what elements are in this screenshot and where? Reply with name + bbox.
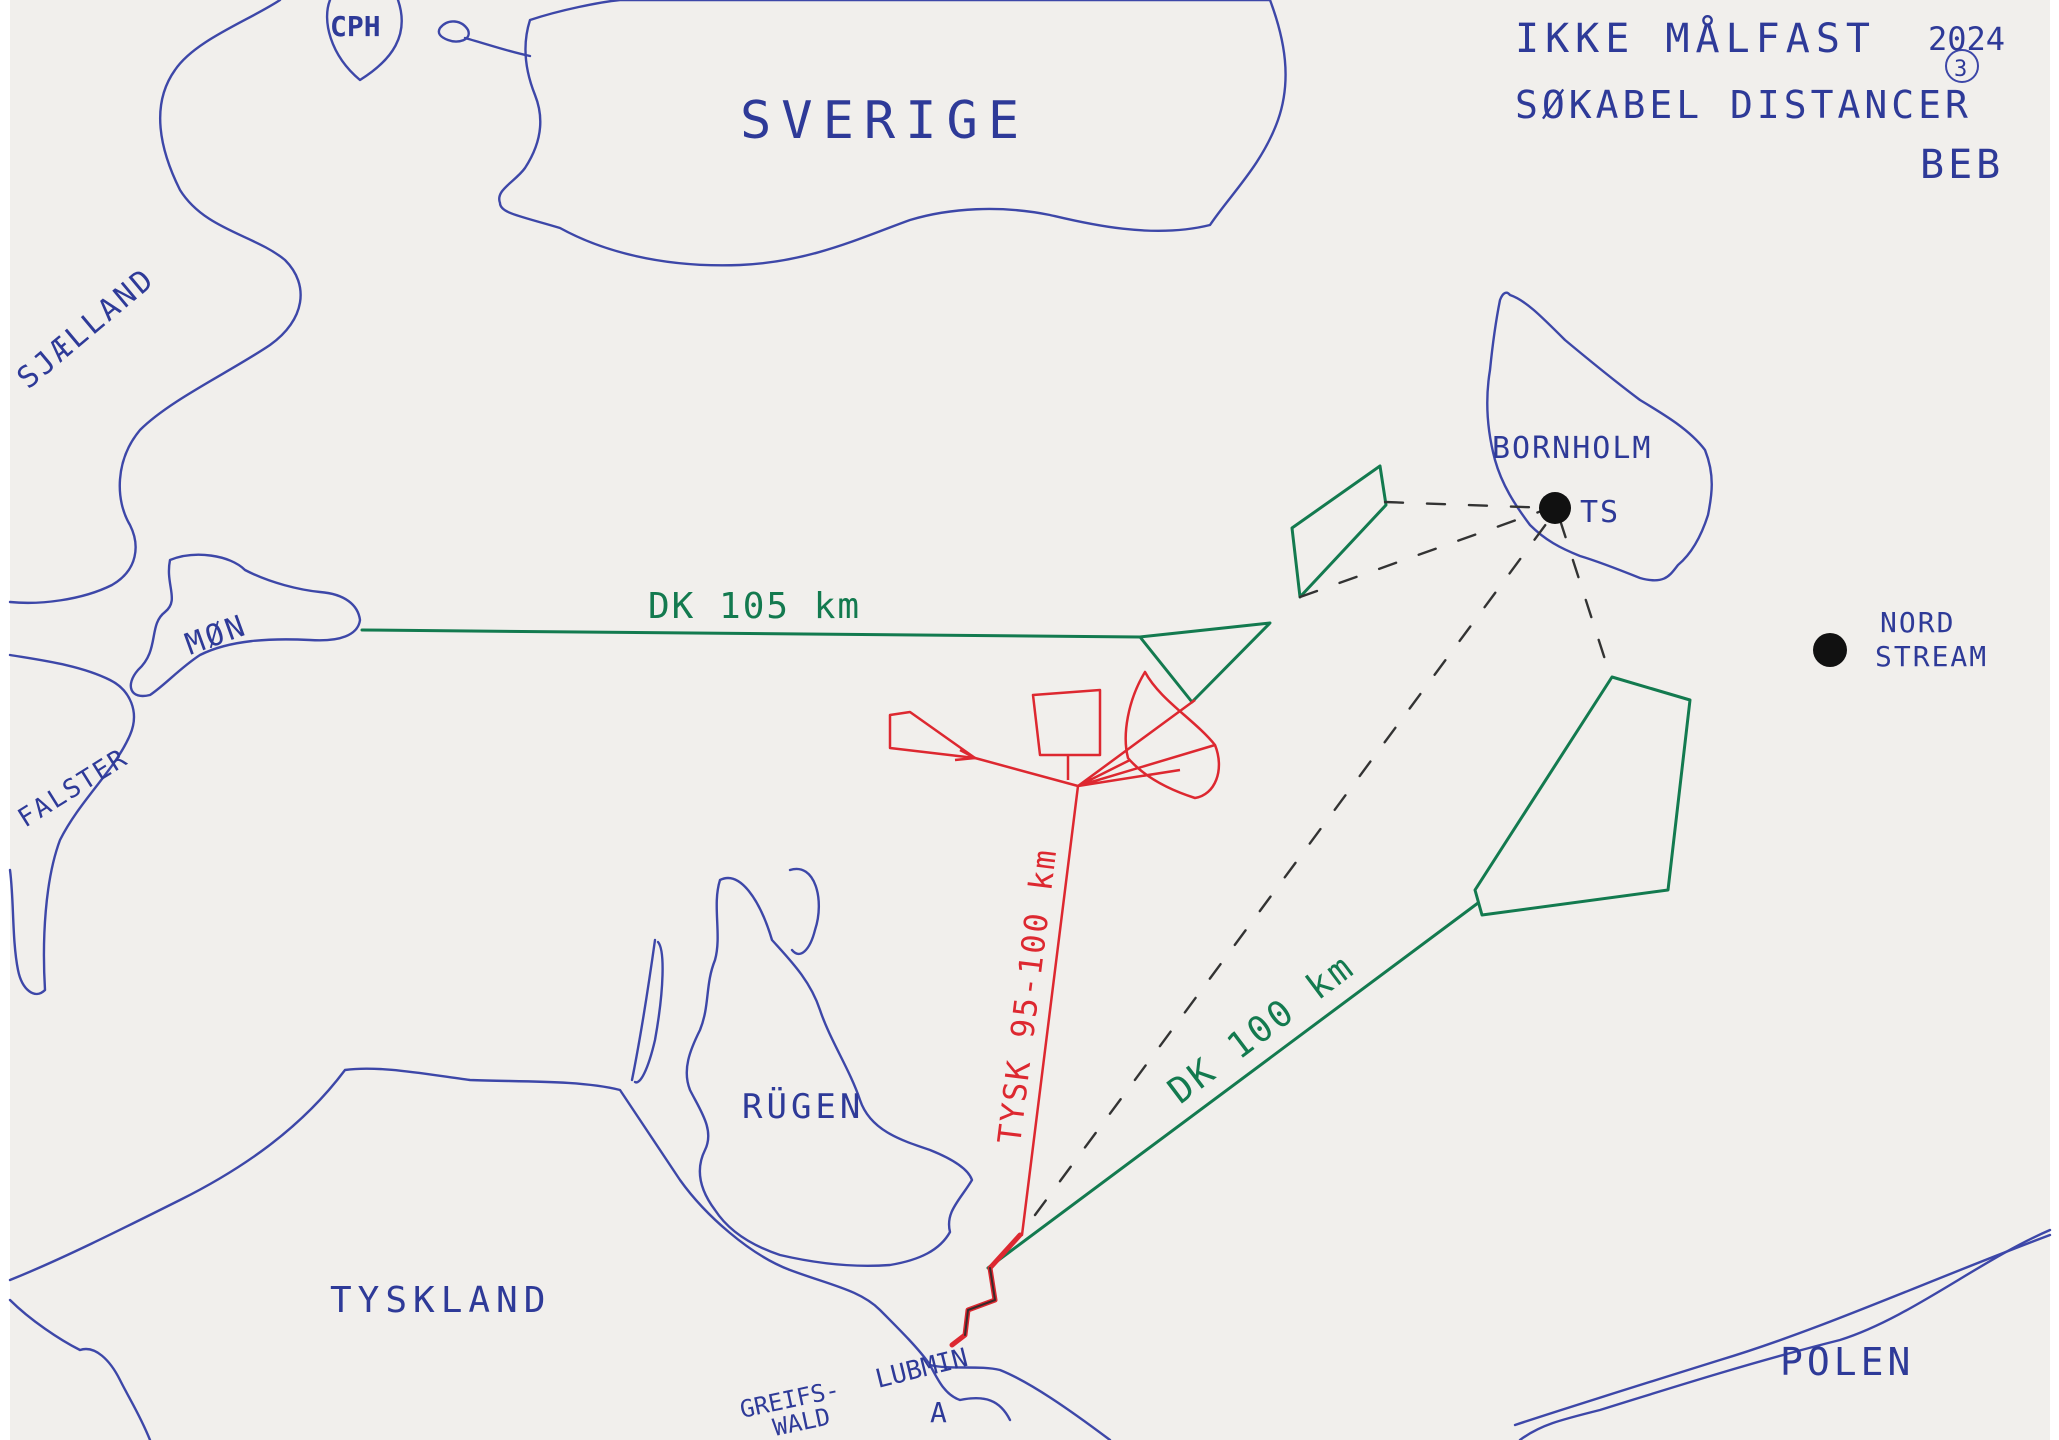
label-bornholm: BORNHOLM bbox=[1492, 431, 1653, 466]
de-farm-triangle-arrow bbox=[954, 748, 977, 762]
dk-wind-farms bbox=[1138, 464, 1692, 917]
de-farm-fan-spokes bbox=[1077, 698, 1216, 788]
wind-farm-southeast bbox=[1473, 675, 1692, 917]
label-polen: POLEN bbox=[1780, 1340, 1914, 1384]
label-stream: STREAM bbox=[1875, 640, 1988, 673]
lubmin-station-symbol: A bbox=[930, 1396, 947, 1429]
title-not-to-scale: IKKE MÅLFAST bbox=[1515, 14, 1876, 62]
falster-coastline bbox=[8, 653, 136, 996]
hiddensee-island bbox=[630, 938, 664, 1084]
rugen-peninsula bbox=[788, 867, 820, 956]
dash-ts-farm-west bbox=[1298, 506, 1552, 599]
sjaelland-coastline bbox=[8, 0, 302, 605]
label-nord: NORD bbox=[1880, 606, 1955, 639]
dk-cable-lubmin bbox=[986, 901, 1480, 1270]
dash-ts-lubmin bbox=[1033, 510, 1557, 1217]
title-subsea-cable-distances: SØKABEL DISTANCER bbox=[1515, 83, 1972, 127]
peenestrom-coastline bbox=[928, 1363, 1012, 1422]
label-transformer-station: TS bbox=[1580, 495, 1620, 530]
author-initials: BEB bbox=[1920, 142, 2004, 188]
de-farm-fan bbox=[1124, 670, 1221, 800]
label-rugen: RÜGEN bbox=[742, 1086, 864, 1127]
sverige-coastline bbox=[498, 0, 1287, 267]
rugen-coastline bbox=[685, 877, 974, 1267]
transformer-station-dot bbox=[1539, 492, 1571, 524]
label-tyskland: TYSKLAND bbox=[330, 1280, 551, 1321]
tyskland-coastline bbox=[8, 1067, 1112, 1440]
circled-number: 3 bbox=[1954, 57, 1967, 82]
bornholm-coastline bbox=[1486, 291, 1713, 582]
de-cable-landfall-dark bbox=[964, 1267, 996, 1336]
de-farm-triangle-link bbox=[974, 756, 1079, 788]
label-sverige: SVERIGE bbox=[740, 91, 1029, 151]
circled-three-ring bbox=[1945, 49, 1980, 83]
dash-ts-farm-southeast bbox=[1558, 518, 1612, 677]
west-coast-coastline bbox=[8, 1298, 152, 1440]
label-cph: CPH bbox=[330, 10, 381, 43]
wind-farm-west bbox=[1138, 621, 1272, 704]
dash-ts-farm-north bbox=[1383, 500, 1552, 510]
cph-landmass bbox=[325, 0, 403, 82]
polen-coastline bbox=[1518, 1228, 2052, 1440]
de-cable-trunk bbox=[1020, 784, 1080, 1237]
saltholm-island bbox=[437, 20, 470, 43]
oresund-causeway bbox=[463, 36, 532, 58]
polen-coastline-2 bbox=[1513, 1233, 2052, 1427]
nord-stream-dot bbox=[1813, 633, 1847, 667]
title-year: 2024 bbox=[1928, 20, 2005, 58]
dk-cable-mon bbox=[360, 628, 1142, 639]
paper-background bbox=[10, 0, 2050, 1440]
mon-coastline bbox=[129, 553, 362, 698]
de-farm-square bbox=[1031, 688, 1102, 757]
wind-farm-north bbox=[1290, 464, 1388, 599]
label-dk-cable-mon: DK 105 km bbox=[648, 586, 861, 627]
de-wind-farms bbox=[888, 670, 1221, 800]
